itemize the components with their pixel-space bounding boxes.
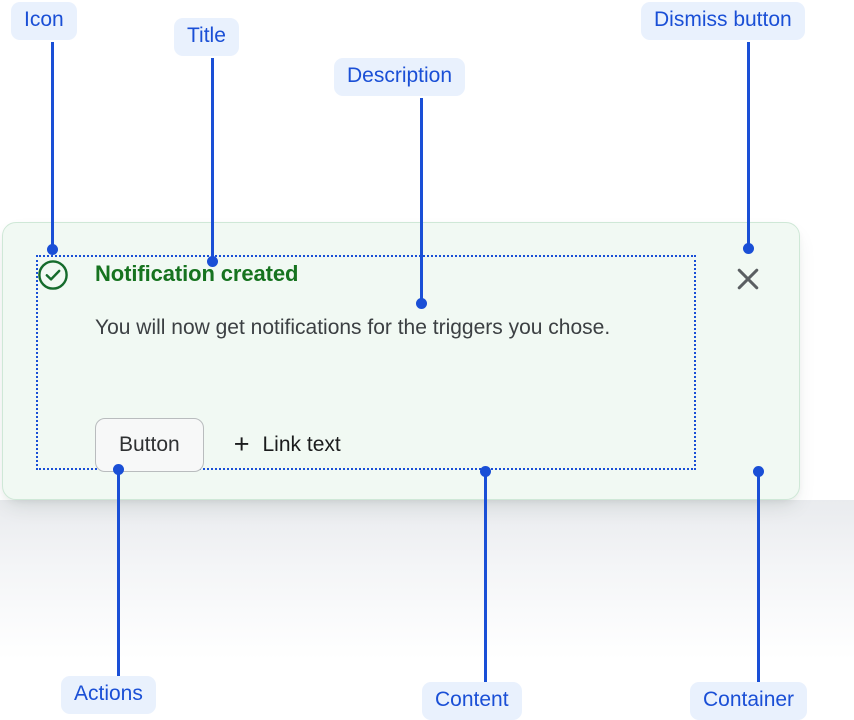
annotation-leader-description (420, 98, 423, 303)
page-background-wash (0, 500, 854, 660)
notification-description: You will now get notifications for the t… (95, 316, 611, 339)
annotation-label-icon: Icon (11, 2, 77, 40)
secondary-button[interactable]: Button (95, 418, 204, 472)
annotation-dot-actions (113, 464, 124, 475)
annotation-label-description: Description (334, 58, 466, 96)
annotation-label-title: Title (174, 18, 239, 56)
close-icon (737, 268, 759, 290)
annotation-label-dismiss: Dismiss button (641, 2, 805, 40)
annotation-dot-title (207, 256, 218, 267)
annotation-leader-icon (51, 42, 54, 249)
link-action-label: Link text (262, 433, 341, 456)
annotation-leader-dismiss (747, 42, 750, 249)
annotation-dot-content (480, 466, 491, 477)
annotation-dot-container (753, 466, 764, 477)
notification-title: Notification created (95, 261, 299, 286)
check-circle-icon (36, 258, 70, 292)
annotation-label-actions: Actions (61, 676, 156, 714)
annotation-leader-content (484, 472, 487, 682)
annotation-dot-dismiss (743, 243, 754, 254)
notification-actions: Button + Link text (95, 418, 341, 472)
annotation-label-content: Content (422, 682, 522, 720)
annotation-leader-actions (117, 470, 120, 676)
add-link-action[interactable]: + Link text (233, 428, 341, 459)
annotation-leader-container (757, 472, 760, 682)
plus-icon: + (233, 428, 250, 459)
annotation-dot-icon (47, 244, 58, 255)
annotation-dot-description (416, 298, 427, 309)
dismiss-button[interactable] (731, 262, 765, 296)
annotation-leader-title (211, 58, 214, 261)
annotation-label-container: Container (690, 682, 808, 720)
